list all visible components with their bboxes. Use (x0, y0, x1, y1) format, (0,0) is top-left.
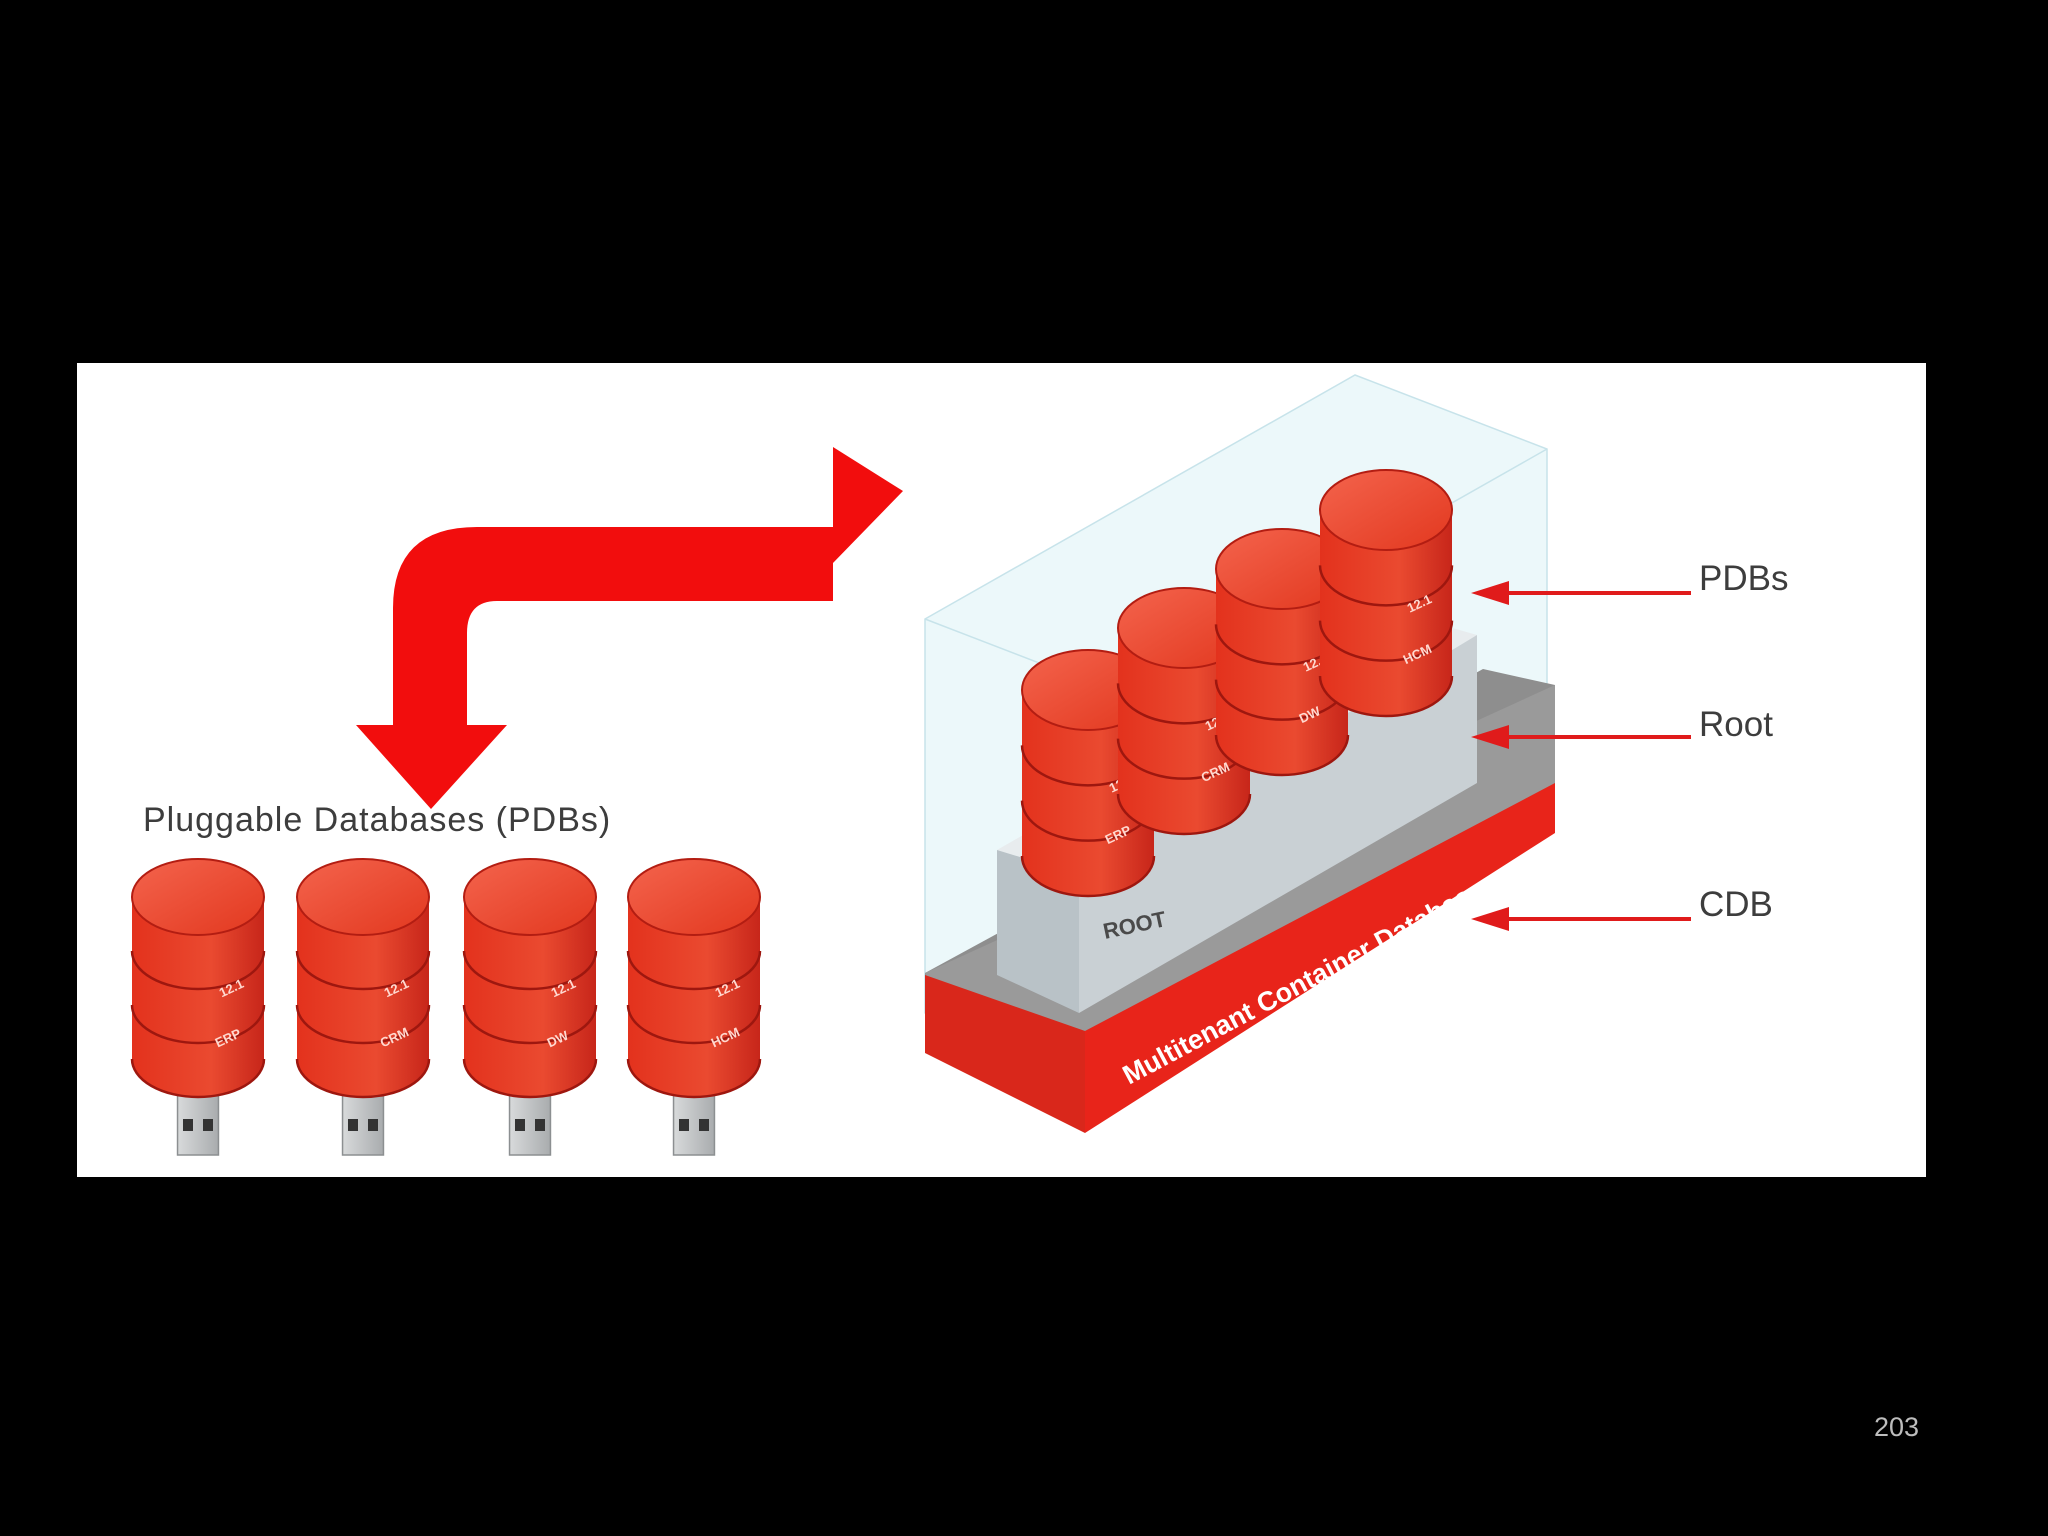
plug-arrow (356, 447, 903, 809)
callout-arrow-pdbs (1471, 581, 1691, 605)
usb-plug-icon (176, 1092, 220, 1156)
pluggable-databases-title: Pluggable Databases (PDBs) (143, 801, 612, 839)
usb-plug-icon (341, 1092, 385, 1156)
callout-arrow-cdb (1471, 907, 1691, 931)
callout-pdbs-label: PDBs (1699, 559, 1789, 598)
callout-cdb-label: CDB (1699, 885, 1773, 924)
usb-plug-icon (508, 1092, 552, 1156)
multitenant-diagram: Multitenant Container Database ROOT 12.1… (130, 374, 1691, 1156)
page-number: 203 (1874, 1412, 1920, 1442)
callout-arrow-root (1471, 725, 1691, 749)
pdb-cylinder-dw: 12.1DW (462, 858, 598, 1156)
usb-plug-icon (672, 1092, 716, 1156)
diagram-panel: Multitenant Container Database ROOT 12.1… (77, 363, 1926, 1177)
callout-root-label: Root (1699, 705, 1773, 744)
pdb-cylinder-dw: 12.1DW (1214, 528, 1350, 777)
callout-arrows (1471, 581, 1691, 931)
